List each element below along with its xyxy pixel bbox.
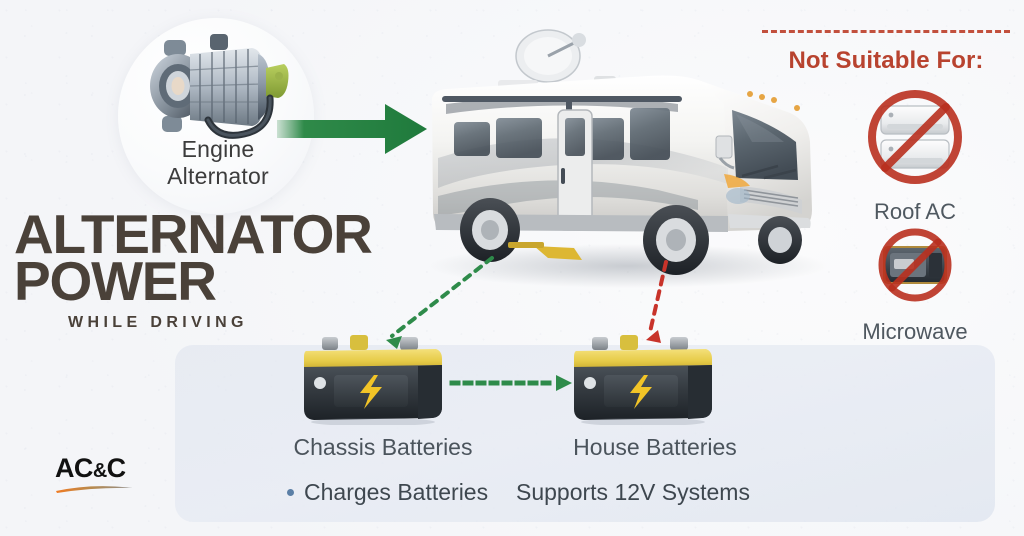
battery-benefit-chassis-text: Charges Batteries — [304, 479, 489, 505]
microwave-prohibited-icon — [878, 228, 952, 302]
alternator-label-line1: Engine — [181, 136, 255, 162]
brand-logo-swoosh — [56, 486, 133, 493]
brand-logo-c: C — [106, 453, 127, 483]
alternator-label-line2: Alternator — [167, 162, 269, 189]
battery-label-chassis: Chassis Batteries — [293, 434, 473, 460]
battery-benefit-chassis: Charges Batteries — [287, 479, 488, 506]
not-suitable-label-microwave: Microwave — [862, 319, 968, 344]
battery-icon-house — [570, 335, 720, 430]
not-suitable-item-microwave: Microwave — [845, 218, 985, 345]
page-title: ALTERNATOR POWER — [14, 207, 373, 313]
not-suitable-divider — [762, 30, 1010, 33]
not-suitable-heading: Not Suitable For: — [788, 47, 984, 74]
page-subtitle: WHILE DRIVING — [68, 314, 248, 331]
not-suitable-label-roof-ac: Roof AC — [874, 199, 956, 224]
alternator-label: Engine Alternator — [110, 136, 326, 190]
bullet-icon — [287, 488, 294, 496]
brand-logo-ac: AC — [55, 453, 93, 483]
brand-logo[interactable]: AC&C — [55, 455, 135, 500]
page-title-line1: ALTERNATOR — [14, 203, 373, 265]
not-suitable-item-roof-ac: Roof AC — [845, 84, 985, 225]
battery-label-house: House Batteries — [573, 434, 737, 460]
green-right-arrow — [277, 100, 429, 163]
brand-logo-ampersand: & — [92, 460, 107, 482]
battery-icon-chassis — [300, 335, 450, 430]
alternator-icon — [140, 24, 292, 159]
brand-logo-text: AC&C — [55, 455, 135, 482]
roof-ac-prohibited-icon — [868, 90, 962, 184]
class-a-motorhome-icon — [398, 18, 838, 305]
battery-benefit-house: Supports 12V Systems — [516, 479, 750, 505]
page-title-line2: POWER — [14, 250, 217, 313]
